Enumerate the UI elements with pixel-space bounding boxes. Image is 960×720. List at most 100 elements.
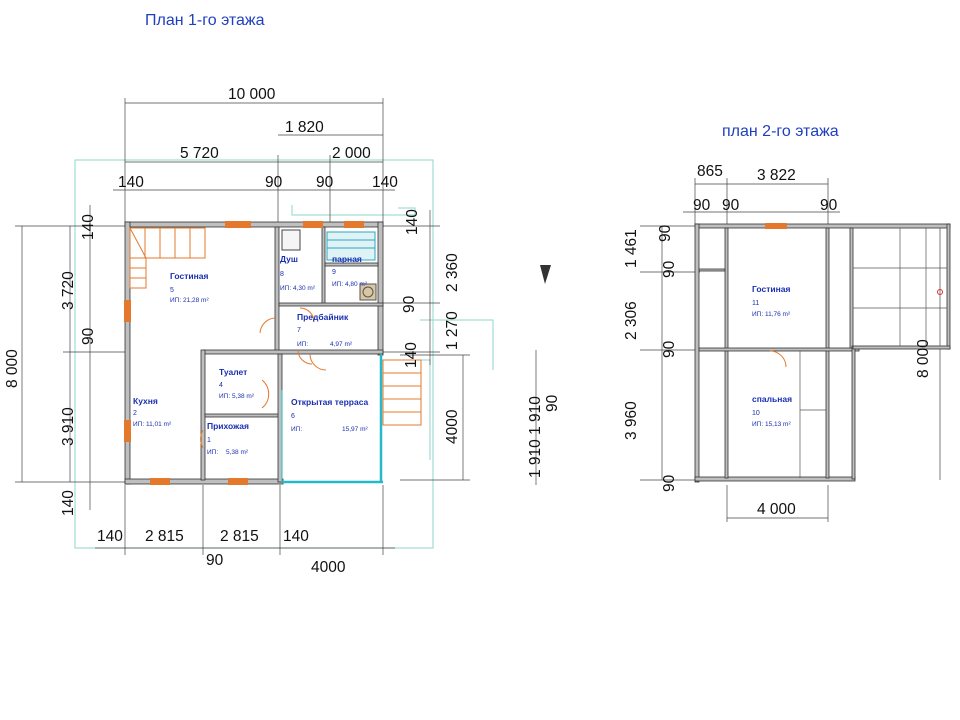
floor1-title: План 1-го этажа (145, 12, 265, 29)
floor2-window (765, 223, 787, 229)
dim-90-a: 90 (265, 174, 283, 191)
room-bedroom: спальная 10 ИП: 15,13 m² (752, 394, 792, 428)
svg-text:7: 7 (297, 327, 301, 334)
svg-text:Гостиная: Гостиная (752, 284, 790, 294)
floor2-door (769, 350, 787, 368)
dim-right-140-b: 140 (403, 342, 420, 368)
floor2-title: план 2-го этажа (722, 123, 839, 140)
dim-f2-90-a: 90 (693, 197, 711, 214)
dim-bottom-140-b: 140 (283, 528, 309, 545)
dim-5720: 5 720 (180, 145, 219, 162)
svg-text:Душ: Душ (280, 254, 298, 264)
svg-text:Предбайник: Предбайник (297, 312, 349, 322)
svg-text:ИП: 4,80 m²: ИП: 4,80 m² (332, 281, 368, 288)
dim-right-1270: 1 270 (444, 311, 461, 350)
room-toilet: Туалет 4 ИП: 5,38 m² (219, 367, 255, 400)
svg-text:8: 8 (280, 271, 284, 278)
floor2-balcony-grid (799, 227, 948, 478)
dim-140-b: 140 (372, 174, 398, 191)
dim-f2-left-90-a: 90 (657, 224, 674, 242)
svg-text:ИП: 15,13 m²: ИП: 15,13 m² (752, 421, 791, 428)
dim-right-140: 140 (404, 209, 421, 235)
dim-2000: 2 000 (332, 145, 371, 162)
svg-text:4: 4 (219, 382, 223, 389)
dim-f2-left-90-c: 90 (661, 340, 678, 358)
shower-tray (281, 229, 301, 251)
room-kitchen: Кухня 2 ИП: 11,01 m² (133, 396, 172, 428)
staircase (129, 227, 206, 289)
floor1-room-labels: Гостиная 5 ИП: 21,28 m² Душ 8 ИП: 4,30 m… (133, 254, 369, 456)
dim-bottom-140-a: 140 (97, 528, 123, 545)
floor1-dimension-lines (15, 98, 537, 555)
svg-text:5,38 m²: 5,38 m² (226, 449, 249, 456)
dim-left-3720: 3 720 (60, 271, 77, 310)
dim-f2-90-b: 90 (722, 197, 740, 214)
dim-140-a: 140 (118, 174, 144, 191)
svg-text:Открытая терраса: Открытая терраса (291, 397, 369, 407)
dim-right-2360: 2 360 (444, 253, 461, 292)
room-living-1: Гостиная 5 ИП: 21,28 m² (170, 271, 209, 304)
dim-f2-1461: 1 461 (623, 229, 640, 268)
dim-f2-left-90-d: 90 (661, 474, 678, 492)
dim-f2-2306: 2 306 (623, 301, 640, 340)
dim-left-3910: 3 910 (60, 407, 77, 446)
svg-text:Кухня: Кухня (133, 396, 158, 406)
dim-left-140-top: 140 (80, 214, 97, 240)
steam-room-benches (326, 231, 377, 301)
dim-bottom-4000: 4000 (311, 559, 346, 576)
terrace-steps (382, 359, 422, 426)
svg-text:спальная: спальная (752, 394, 792, 404)
floor2-room-labels: Гостиная 11 ИП: 11,76 m² спальная 10 ИП:… (752, 284, 792, 428)
svg-text:Гостиная: Гостиная (170, 271, 208, 281)
dim-left-90: 90 (80, 327, 97, 345)
svg-text:ИП: 11,76 m²: ИП: 11,76 m² (752, 311, 791, 318)
room-changing: Предбайник 7 ИП: 4,97 m² (297, 312, 353, 348)
floor2-marker-icon (937, 289, 943, 295)
dim-f2-bottom-4000: 4 000 (757, 501, 796, 518)
room-terrace: Открытая терраса 6 ИП: 15,97 m² (291, 397, 369, 433)
svg-text:парная: парная (332, 254, 362, 264)
svg-text:ИП: 5,38 m²: ИП: 5,38 m² (219, 393, 255, 400)
dim-total-width: 10 000 (228, 86, 276, 103)
dim-bottom-2815-a: 2 815 (145, 528, 184, 545)
room-steam: парная 9 ИП: 4,80 m² (332, 254, 368, 288)
floor1-windows (124, 221, 364, 485)
svg-text:4,97 m²: 4,97 m² (330, 341, 353, 348)
dim-left-8000: 8 000 (4, 349, 21, 388)
svg-text:ИП: 21,28 m²: ИП: 21,28 m² (170, 297, 209, 304)
dim-f2-right-8000: 8 000 (915, 339, 932, 378)
svg-text:ИП:: ИП: (207, 449, 218, 456)
terrace-railing (281, 354, 383, 484)
svg-text:9: 9 (332, 269, 336, 276)
svg-text:2: 2 (133, 410, 137, 417)
dim-f2-90-c: 90 (820, 197, 838, 214)
dim-right-4000: 4000 (444, 409, 461, 444)
room-living-2: Гостиная 11 ИП: 11,76 m² (752, 284, 791, 318)
dim-3822: 3 822 (757, 167, 796, 184)
room-hallway: Прихожая 1 ИП: 5,38 m² (207, 421, 249, 456)
dim-right-90: 90 (401, 295, 418, 313)
svg-text:5: 5 (170, 287, 174, 294)
dim-f2-left-90-b: 90 (661, 260, 678, 278)
floor1-dimension-labels: 10 000 1 820 5 720 2 000 140 90 90 140 1… (4, 86, 561, 576)
dim-vertical-90: 90 (544, 394, 561, 412)
svg-text:11: 11 (752, 300, 759, 307)
svg-text:Прихожая: Прихожая (207, 421, 249, 431)
floor1-doors (200, 307, 327, 449)
dim-bottom-90: 90 (206, 552, 224, 569)
floor2-dimension-labels: 865 3 822 90 90 90 1 461 90 90 2 306 90 … (623, 163, 932, 518)
svg-text:1: 1 (207, 437, 211, 444)
svg-text:ИП:: ИП: (297, 341, 308, 348)
dim-1820: 1 820 (285, 119, 324, 136)
room-shower: Душ 8 ИП: 4,30 m² (280, 254, 316, 292)
dim-90-b: 90 (316, 174, 334, 191)
dim-left-140-bottom: 140 (60, 490, 77, 516)
svg-text:6: 6 (291, 413, 295, 420)
section-marker-icon (540, 265, 551, 284)
svg-text:ИП:: ИП: (291, 426, 302, 433)
svg-text:ИП: 4,30 m²: ИП: 4,30 m² (280, 285, 316, 292)
dim-bottom-2815-b: 2 815 (220, 528, 259, 545)
svg-text:Туалет: Туалет (219, 367, 247, 377)
dim-865: 865 (697, 163, 723, 180)
